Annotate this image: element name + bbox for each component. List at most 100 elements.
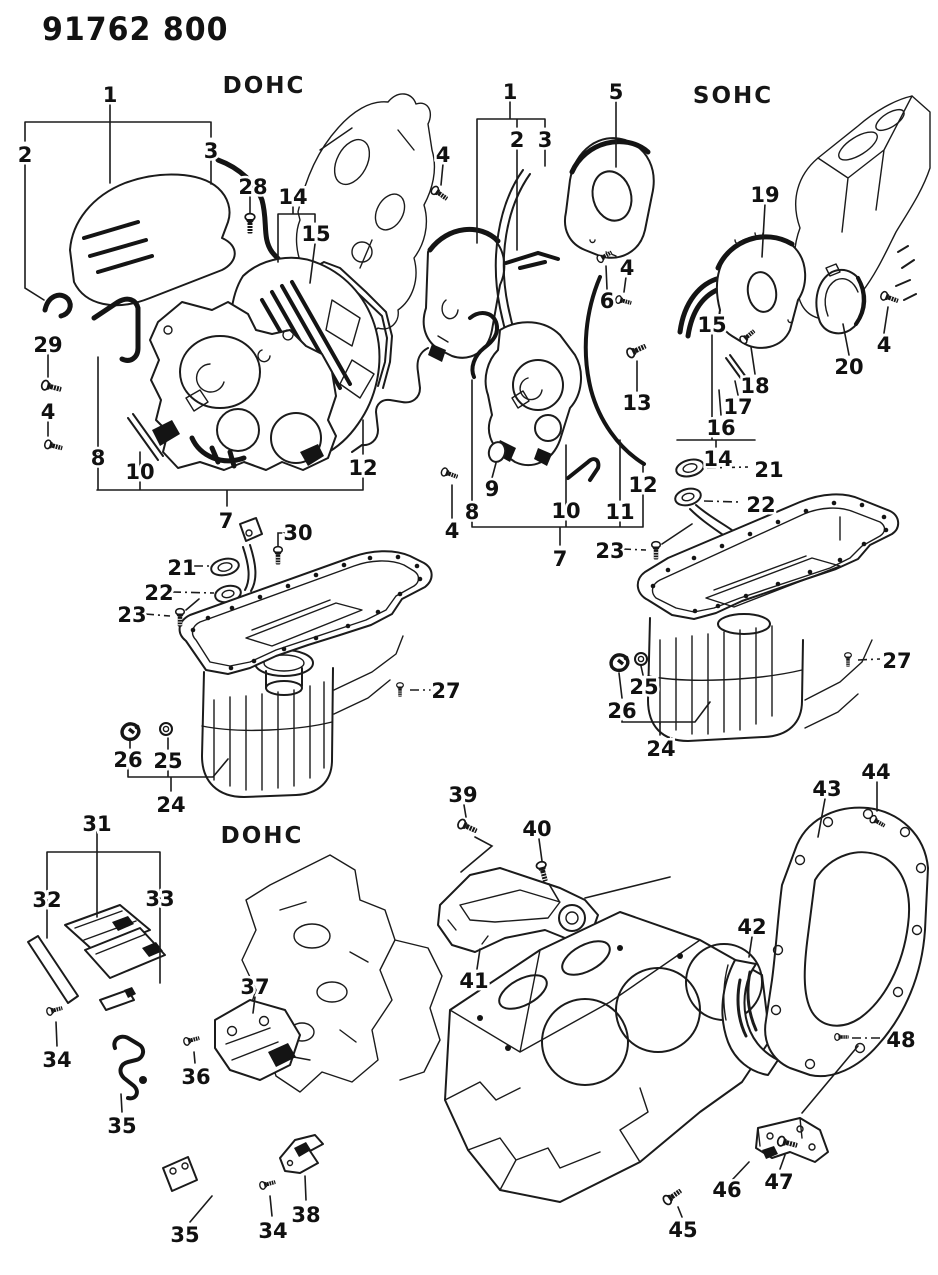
callout-29: 29 (33, 333, 62, 357)
bolt-icon (878, 289, 901, 306)
callout-17: 17 (723, 395, 752, 419)
bolt-icon (614, 294, 634, 308)
callout-19: 19 (750, 183, 779, 207)
bolt-icon (396, 682, 404, 698)
bolt-icon (272, 545, 284, 566)
callout-8: 8 (465, 500, 480, 524)
callout-11: 11 (605, 500, 634, 524)
engine-sketch-sohc-top (793, 95, 931, 320)
bolt-icon (439, 466, 460, 482)
callout-8: 8 (91, 446, 106, 470)
callout-21: 21 (754, 458, 783, 482)
callout-21: 21 (167, 556, 196, 580)
callout-24: 24 (156, 793, 185, 817)
o-ring-icon (634, 652, 648, 666)
hose-clamp-icon (609, 653, 631, 673)
callout-15: 15 (697, 313, 726, 337)
section-label-dohc-bottom: DOHC (220, 823, 304, 849)
section-label-sohc: SOHC (692, 83, 774, 109)
callout-2: 2 (18, 143, 33, 167)
callout-36: 36 (181, 1065, 210, 1089)
callout-7: 7 (553, 547, 568, 571)
bolt-icon (455, 817, 480, 837)
callout-4: 4 (877, 333, 892, 357)
page-title: 91762 800 (42, 10, 229, 49)
heat-shield-group (27, 904, 324, 1192)
section-label-dohc-top: DOHC (222, 73, 306, 99)
callout-25: 25 (153, 749, 182, 773)
callout-22: 22 (746, 493, 775, 517)
callout-27: 27 (431, 679, 460, 703)
bolt-icon (182, 1033, 202, 1047)
callout-3: 3 (538, 128, 553, 152)
callout-25: 25 (629, 675, 658, 699)
o-ring-icon (159, 722, 173, 736)
engine-block-group (437, 806, 929, 1203)
callout-10: 10 (125, 460, 154, 484)
callout-43: 43 (812, 777, 841, 801)
callout-6: 6 (600, 289, 615, 313)
callout-4: 4 (41, 400, 56, 424)
bolt-icon (43, 438, 65, 454)
hose-clamp-icon (120, 722, 142, 742)
callout-37: 37 (240, 975, 269, 999)
callout-1: 1 (103, 83, 118, 107)
bolt-icon (844, 652, 852, 668)
callout-3: 3 (204, 139, 219, 163)
callout-24: 24 (646, 737, 675, 761)
callout-35: 35 (107, 1114, 136, 1138)
callout-2: 2 (510, 128, 525, 152)
callout-9: 9 (485, 477, 500, 501)
callout-34: 34 (42, 1048, 71, 1072)
callout-10: 10 (551, 499, 580, 523)
callout-20: 20 (834, 355, 863, 379)
bolt-icon (624, 340, 649, 360)
bolt-icon (650, 540, 662, 561)
callout-41: 41 (459, 969, 488, 993)
callout-30: 30 (283, 521, 312, 545)
dohc-lower-timing-cover (149, 301, 429, 471)
callout-34: 34 (258, 1219, 287, 1243)
callout-13: 13 (622, 391, 651, 415)
callout-26: 26 (607, 699, 636, 723)
callout-42: 42 (737, 915, 766, 939)
callout-4: 4 (445, 519, 460, 543)
callout-15: 15 (301, 222, 330, 246)
sohc-timing-covers (422, 137, 867, 482)
bolt-icon (39, 378, 64, 395)
callout-7: 7 (219, 509, 234, 533)
callout-27: 27 (882, 649, 911, 673)
callout-26: 26 (113, 748, 142, 772)
callout-23: 23 (117, 603, 146, 627)
callout-46: 46 (712, 1178, 741, 1202)
callout-4: 4 (620, 256, 635, 280)
bolt-icon (258, 1177, 278, 1191)
callout-12: 12 (628, 473, 657, 497)
callout-5: 5 (609, 80, 624, 104)
callout-35: 35 (170, 1223, 199, 1247)
callout-48: 48 (886, 1028, 915, 1052)
callout-22: 22 (144, 581, 173, 605)
callout-32: 32 (32, 888, 61, 912)
bolt-icon (244, 212, 256, 235)
callout-4: 4 (436, 143, 451, 167)
callout-39: 39 (448, 783, 477, 807)
callout-14: 14 (703, 447, 732, 471)
callout-38: 38 (291, 1203, 320, 1227)
callout-40: 40 (522, 817, 551, 841)
callout-45: 45 (668, 1218, 697, 1242)
leader-lines (24, 99, 889, 1223)
callout-1: 1 (503, 80, 518, 104)
callout-31: 31 (82, 812, 111, 836)
callout-23: 23 (595, 539, 624, 563)
sohc-oil-pan-group (636, 458, 900, 742)
bolt-icon (45, 1003, 65, 1017)
callout-18: 18 (740, 374, 769, 398)
bolt-icon (660, 1185, 685, 1207)
callout-12: 12 (348, 456, 377, 480)
dohc-oil-pan-group (178, 517, 433, 798)
callout-44: 44 (861, 760, 890, 784)
callout-28: 28 (238, 175, 267, 199)
